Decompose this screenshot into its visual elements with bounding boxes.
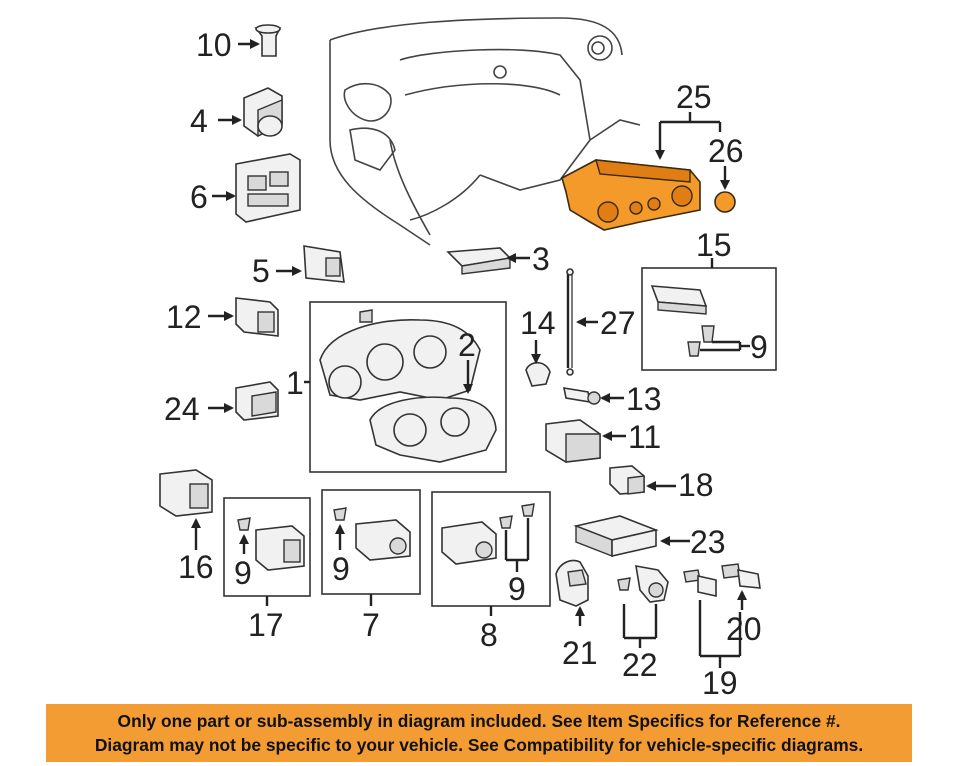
- label-26: 26: [708, 133, 744, 169]
- part-20-bulb-socket: 20: [721, 563, 762, 647]
- label-25: 25: [676, 79, 712, 115]
- disclaimer-line-1: Only one part or sub-assembly in diagram…: [117, 711, 841, 731]
- label-24: 24: [164, 391, 200, 427]
- part-17-switch-assembly: 17 9: [223, 497, 311, 643]
- part-27-rod: 27: [566, 268, 636, 376]
- part-1-instrument-cluster: 1: [286, 301, 507, 473]
- part-8-switch-assembly: 8 9: [431, 491, 551, 653]
- part-26-knob: 26: [708, 133, 744, 213]
- part-13-bulb: 13: [562, 381, 662, 417]
- label-2: 2: [458, 327, 476, 363]
- label-9-box7: 9: [332, 551, 350, 587]
- part-7-switch-assembly: 7 9: [321, 489, 421, 643]
- label-15: 15: [696, 227, 732, 263]
- part-23-module: 23: [573, 515, 726, 560]
- parts-diagram: 10 4 6 5 12 24: [159, 17, 777, 700]
- part-25-climate-control: 25: [561, 79, 722, 231]
- part-19-bulb-socket: 19: [683, 569, 742, 700]
- label-17: 17: [248, 607, 284, 643]
- part-3-vent: 3: [446, 241, 550, 277]
- label-18: 18: [678, 467, 714, 503]
- label-3: 3: [532, 241, 550, 277]
- disclaimer-banner: Only one part or sub-assembly in diagram…: [46, 704, 912, 762]
- label-27: 27: [600, 305, 636, 341]
- label-20: 20: [726, 611, 762, 647]
- part-24-switch: 24: [164, 381, 279, 427]
- label-12: 12: [166, 299, 202, 335]
- dashboard-outline: [329, 17, 641, 246]
- part-22-socket: 22: [617, 565, 669, 683]
- part-12-switch: 12: [166, 297, 279, 337]
- label-10: 10: [196, 27, 232, 63]
- label-5: 5: [252, 253, 270, 289]
- label-9-box15: 9: [750, 329, 768, 365]
- part-6-switch-panel: 6: [190, 153, 301, 223]
- part-11-socket: 11: [545, 419, 661, 463]
- part-4-switch: 4: [190, 87, 283, 139]
- label-7: 7: [362, 607, 380, 643]
- part-16-switch: 16: [159, 469, 214, 585]
- label-14: 14: [520, 305, 556, 341]
- label-21: 21: [562, 635, 598, 671]
- disclaimer-line-2: Diagram may not be specific to your vehi…: [94, 735, 864, 755]
- label-4: 4: [190, 103, 208, 139]
- label-13: 13: [626, 381, 662, 417]
- label-8: 8: [480, 617, 498, 653]
- label-9-box17: 9: [234, 555, 252, 591]
- label-1: 1: [286, 365, 304, 401]
- part-21-cover: 21: [555, 559, 598, 671]
- label-9-box8: 9: [508, 571, 526, 607]
- part-15-switch-assembly: 15 9: [641, 227, 777, 371]
- label-22: 22: [622, 647, 658, 683]
- label-11: 11: [628, 419, 661, 455]
- label-23: 23: [690, 524, 726, 560]
- part-2-cluster-housing: 2: [369, 327, 497, 463]
- label-16: 16: [178, 549, 214, 585]
- label-19: 19: [702, 665, 738, 700]
- part-10-clip: 10: [196, 24, 282, 63]
- part-14-grommet: 14: [520, 305, 556, 387]
- label-6: 6: [190, 179, 208, 215]
- part-18-connector: 18: [609, 465, 714, 503]
- part-5-switch: 5: [252, 245, 345, 289]
